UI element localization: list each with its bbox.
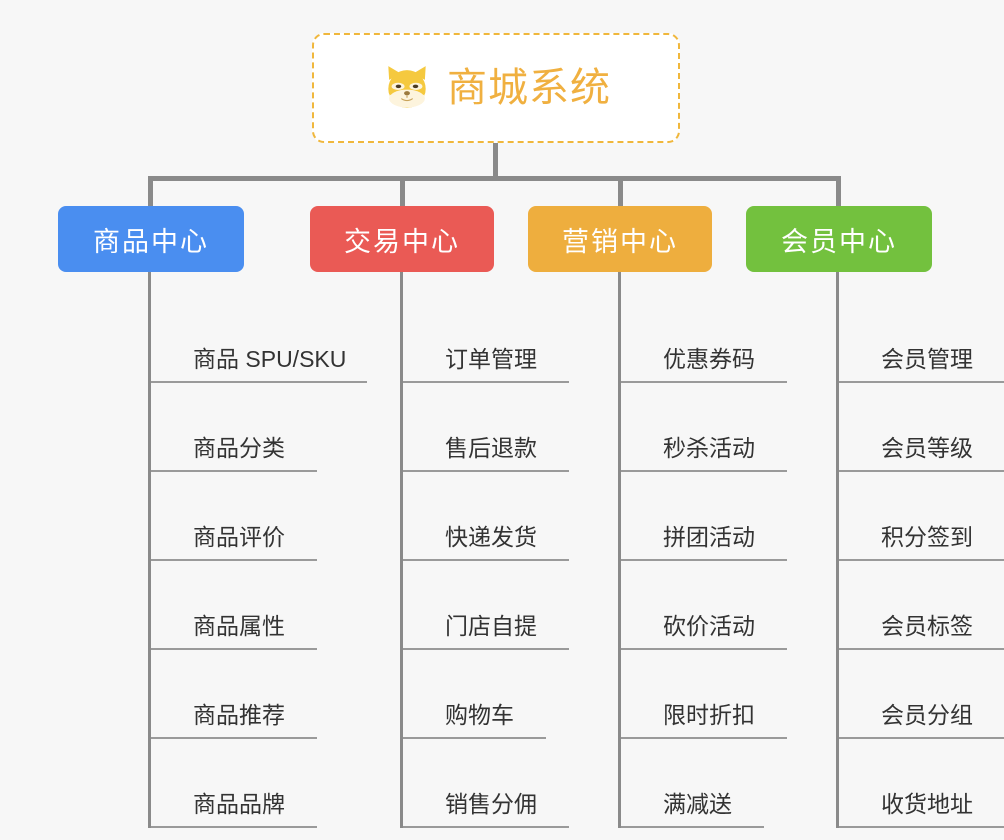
leaf-label: 商品属性 [193,613,285,640]
root-node-label: 商城系统 [447,66,611,110]
leaf-label: 购物车 [445,702,514,729]
branch-product-center: 商品中心 商品 SPU/SKU 商品分类 商品评价 商品属性 商品推荐 [58,206,367,828]
list-item[interactable]: 拼团活动 [621,472,787,561]
leaf-label: 快递发货 [445,524,537,551]
branch-member-center: 会员中心 会员管理 会员等级 积分签到 会员标签 会员分组 [746,206,1004,828]
list-item[interactable]: 秒杀活动 [621,383,787,472]
list-item[interactable]: 会员分组 [839,650,1004,739]
list-item[interactable]: 快递发货 [403,472,569,561]
leaf-label: 商品分类 [193,435,285,462]
leaf-label: 积分签到 [881,524,973,551]
list-item[interactable]: 优惠券码 [621,294,787,383]
connector-horizontal-bus [148,176,840,181]
leaf-label: 商品品牌 [193,791,285,818]
list-item[interactable]: 售后退款 [403,383,569,472]
leaf-label: 优惠券码 [663,346,755,373]
branch-header-label: 会员中心 [781,226,897,257]
list-item[interactable]: 砍价活动 [621,561,787,650]
leaf-list-product-center: 商品 SPU/SKU 商品分类 商品评价 商品属性 商品推荐 商品品牌 [148,272,367,828]
list-item[interactable]: 满减送 [621,739,764,828]
branch-marketing-center: 营销中心 优惠券码 秒杀活动 拼团活动 砍价活动 限时折扣 [528,206,787,828]
leaf-label: 拼团活动 [663,524,755,551]
leaf-label: 商品 SPU/SKU [193,346,347,373]
list-item[interactable]: 收货地址 [839,739,1004,828]
list-item[interactable]: 商品分类 [151,383,317,472]
leaf-label: 秒杀活动 [663,435,755,462]
leaf-underline [621,559,787,561]
leaf-label: 商品评价 [193,524,285,551]
list-item[interactable]: 限时折扣 [621,650,787,739]
leaf-underline [403,737,546,739]
leaf-underline [403,559,569,561]
leaf-underline [151,470,317,472]
connector-root-stem [493,143,498,179]
list-item[interactable]: 商品属性 [151,561,317,650]
leaf-underline [839,559,1004,561]
leaf-label: 限时折扣 [663,702,755,729]
leaf-underline [151,559,317,561]
leaf-list-trade-center: 订单管理 售后退款 快递发货 门店自提 购物车 销售分佣 [400,272,569,828]
leaf-label: 销售分佣 [445,791,537,818]
leaf-underline [403,470,569,472]
list-item[interactable]: 商品评价 [151,472,317,561]
leaf-underline [621,381,787,383]
branch-header-product-center[interactable]: 商品中心 [58,206,244,272]
list-item[interactable]: 商品推荐 [151,650,317,739]
leaf-underline [151,381,367,383]
list-item[interactable]: 积分签到 [839,472,1004,561]
leaf-underline [403,826,569,828]
leaf-underline [621,826,764,828]
connector-drop-trade-center [400,176,405,208]
list-item[interactable]: 购物车 [403,650,546,739]
leaf-underline [839,826,1004,828]
root-node-mall-system[interactable]: 商城系统 [312,33,680,143]
leaf-underline [839,381,1004,383]
list-item[interactable]: 商品品牌 [151,739,317,828]
list-item[interactable]: 会员等级 [839,383,1004,472]
list-item[interactable]: 商品 SPU/SKU [151,294,367,383]
branch-header-member-center[interactable]: 会员中心 [746,206,932,272]
leaf-underline [839,737,1004,739]
leaf-label: 会员管理 [881,346,973,373]
leaf-underline [403,648,569,650]
leaf-underline [403,381,569,383]
list-item[interactable]: 销售分佣 [403,739,569,828]
leaf-label: 商品推荐 [193,702,285,729]
leaf-label: 会员标签 [881,613,973,640]
leaf-label: 订单管理 [445,346,537,373]
connector-drop-product-center [148,176,153,208]
leaf-label: 收货地址 [881,791,973,818]
list-item[interactable]: 门店自提 [403,561,569,650]
leaf-list-member-center: 会员管理 会员等级 积分签到 会员标签 会员分组 收货地址 [836,272,1004,828]
leaf-underline [839,648,1004,650]
leaf-underline [621,648,787,650]
list-item[interactable]: 会员管理 [839,294,1004,383]
branch-header-label: 商品中心 [93,226,209,257]
branch-header-trade-center[interactable]: 交易中心 [310,206,494,272]
branch-trade-center: 交易中心 订单管理 售后退款 快递发货 门店自提 购物车 [310,206,569,828]
list-item[interactable]: 会员标签 [839,561,1004,650]
leaf-underline [151,648,317,650]
connector-drop-marketing-center [618,176,623,208]
branch-header-label: 交易中心 [344,226,460,257]
leaf-underline [621,737,787,739]
branch-header-label: 营销中心 [562,226,678,257]
leaf-label: 会员等级 [881,435,973,462]
connector-drop-member-center [836,176,841,208]
leaf-list-marketing-center: 优惠券码 秒杀活动 拼团活动 砍价活动 限时折扣 满减送 [618,272,787,828]
leaf-underline [151,737,317,739]
list-item[interactable]: 订单管理 [403,294,569,383]
shiba-dog-face-icon [388,66,426,108]
leaf-label: 会员分组 [881,702,973,729]
branch-header-marketing-center[interactable]: 营销中心 [528,206,712,272]
leaf-label: 砍价活动 [663,613,755,640]
leaf-underline [151,826,317,828]
leaf-label: 门店自提 [445,613,537,640]
leaf-underline [621,470,787,472]
leaf-label: 售后退款 [445,435,537,462]
leaf-underline [839,470,1004,472]
leaf-label: 满减送 [663,791,732,818]
